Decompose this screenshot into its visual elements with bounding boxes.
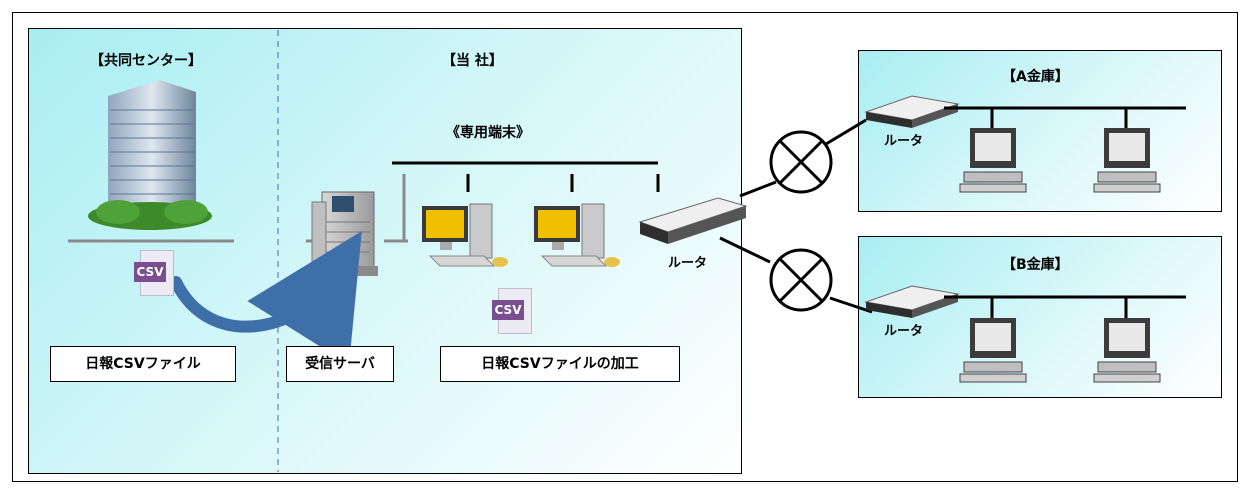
router-main-label: ルータ bbox=[668, 256, 708, 271]
router-icon-b bbox=[864, 285, 960, 318]
router-icon-a bbox=[864, 95, 960, 128]
csv-file-icon-1: CSV bbox=[134, 250, 174, 296]
wan-link-a-2 bbox=[825, 118, 867, 146]
pc-icon-a-1 bbox=[959, 128, 1027, 193]
jushin-server-caption: 受信サーバ bbox=[286, 346, 394, 382]
csv-tag-2: CSV bbox=[492, 300, 524, 320]
wan-cross-icon-b bbox=[769, 248, 833, 312]
wan-link-b-1 bbox=[719, 236, 771, 264]
wan-link-a-1 bbox=[739, 180, 777, 198]
pc-icon-a-2 bbox=[1093, 128, 1161, 193]
pc-icon-b-2 bbox=[1093, 318, 1161, 383]
a-kinko-title: 【A金庫】 bbox=[1002, 69, 1069, 85]
kyodo-center-title: 【共同センター】 bbox=[90, 53, 202, 69]
pc-icon-b-1 bbox=[959, 318, 1027, 383]
wan-link-b-2 bbox=[829, 296, 873, 314]
transfer-arrow bbox=[170, 231, 362, 365]
server-icon bbox=[311, 191, 378, 276]
nippo-csv-caption: 日報CSVファイル bbox=[50, 346, 236, 382]
tosha-title: 【当 社】 bbox=[442, 53, 503, 69]
building-icon bbox=[88, 80, 212, 230]
a-kinko-zone bbox=[858, 50, 1222, 212]
csv-tag-1: CSV bbox=[134, 262, 166, 282]
b-kinko-bus bbox=[944, 295, 1186, 318]
csv-file-icon-2: CSV bbox=[492, 288, 532, 334]
b-kinko-title: 【B金庫】 bbox=[1002, 257, 1069, 273]
pc-icon-1 bbox=[422, 203, 508, 267]
b-kinko-zone bbox=[858, 236, 1222, 398]
wan-cross-icon-a bbox=[769, 130, 833, 194]
senyo-tanmatsu-label: 《専用端末》 bbox=[446, 125, 530, 141]
nippo-kako-caption: 日報CSVファイルの加工 bbox=[440, 346, 680, 382]
pc-icon-2 bbox=[534, 203, 620, 267]
router-b-label: ルータ bbox=[884, 324, 924, 339]
router-a-label: ルータ bbox=[884, 134, 924, 149]
terminal-bus bbox=[392, 161, 660, 192]
a-kinko-bus bbox=[944, 106, 1186, 128]
router-icon-main bbox=[638, 197, 748, 244]
